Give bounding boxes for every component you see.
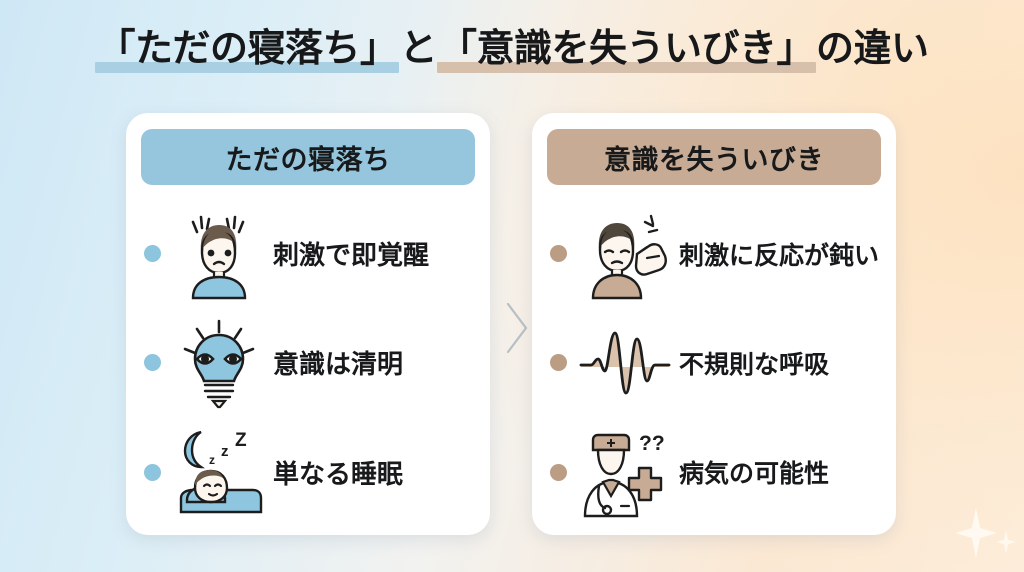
title-segment-suffix: の違い bbox=[816, 28, 929, 70]
list-item[interactable]: Z z z 単なる睡眠 bbox=[126, 422, 490, 522]
title-segment-highlight-blue: 「ただの寝落ち」 bbox=[95, 26, 400, 74]
card-snoring-with-loss-of-consciousness: 意識を失ういびき bbox=[532, 113, 896, 535]
item-list-right: 刺激に反応が鈍い 不規則な呼吸 ?? bbox=[532, 199, 896, 527]
title-segment-connector: と bbox=[399, 28, 437, 70]
list-item[interactable]: 意識は清明 bbox=[126, 313, 490, 413]
unresponsive-person-poked-icon bbox=[577, 206, 673, 302]
list-item-label: 病気の可能性 bbox=[679, 460, 830, 489]
list-item-label: 不規則な呼吸 bbox=[679, 350, 830, 379]
card-header-left: ただの寝落ち bbox=[141, 129, 475, 185]
svg-text:??: ?? bbox=[639, 432, 665, 455]
svg-text:z: z bbox=[209, 453, 215, 467]
page-title: 「ただの寝落ち」と「意識を失ういびき」の違い bbox=[0, 26, 1024, 74]
list-item[interactable]: 刺激で即覚醒 bbox=[126, 204, 490, 304]
sleeping-person-icon: Z z z bbox=[171, 424, 267, 520]
doctor-question-cross-icon: ?? bbox=[577, 424, 673, 520]
chevron-right-icon bbox=[506, 302, 528, 354]
list-item[interactable]: 刺激に反応が鈍い bbox=[532, 204, 896, 304]
title-segment-highlight-tan: 「意識を失ういびき」 bbox=[437, 26, 817, 74]
svg-text:Z: Z bbox=[235, 430, 247, 451]
bullet-icon bbox=[144, 354, 161, 372]
svg-text:z: z bbox=[221, 443, 229, 460]
list-item-label: 刺激で即覚醒 bbox=[273, 240, 430, 271]
bullet-icon bbox=[550, 463, 567, 481]
title-line: 「ただの寝落ち」と「意識を失ういびき」の違い bbox=[95, 26, 929, 74]
lightbulb-eyes-icon bbox=[171, 315, 267, 411]
bullet-icon bbox=[144, 245, 161, 263]
list-item-label: 単なる睡眠 bbox=[273, 458, 404, 489]
card-header-right: 意識を失ういびき bbox=[547, 129, 881, 185]
bullet-icon bbox=[550, 354, 567, 372]
startled-person-icon bbox=[171, 206, 267, 302]
sparkle-icon bbox=[996, 530, 1016, 554]
item-list-left: 刺激で即覚醒 bbox=[126, 199, 490, 527]
list-item[interactable]: 不規則な呼吸 bbox=[532, 313, 896, 413]
list-item[interactable]: ?? 病気の可能性 bbox=[532, 422, 896, 522]
irregular-waveform-icon bbox=[577, 315, 673, 411]
sparkle-icon bbox=[955, 508, 997, 558]
list-item-label: 刺激に反応が鈍い bbox=[679, 241, 880, 270]
bullet-icon bbox=[550, 245, 567, 263]
list-item-label: 意識は清明 bbox=[273, 349, 404, 380]
card-just-falling-asleep: ただの寝落ち bbox=[126, 113, 490, 535]
bullet-icon bbox=[144, 463, 161, 481]
